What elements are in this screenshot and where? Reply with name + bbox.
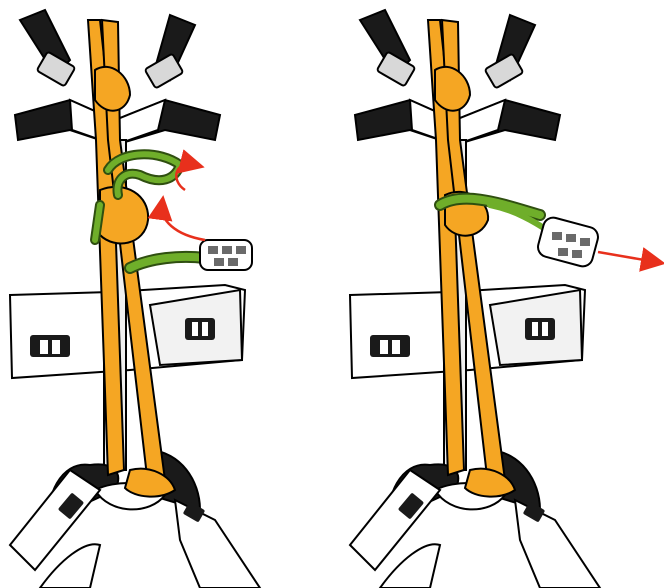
carabiner-icon [200, 240, 252, 270]
carabiner-icon [536, 215, 600, 268]
arrow-icon [176, 164, 195, 190]
arrow-icon [598, 252, 656, 262]
panel-step-1 [10, 10, 260, 588]
rope-icon [428, 20, 515, 497]
panel-step-2 [350, 10, 656, 588]
knot-icon [100, 187, 148, 244]
arrow-icon [162, 205, 205, 240]
